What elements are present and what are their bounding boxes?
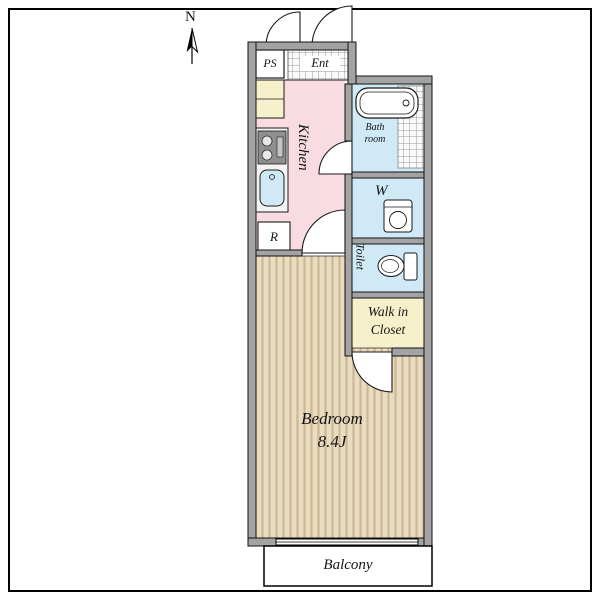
north-compass-icon (186, 27, 199, 64)
bedroom-label-name: Bedroom (301, 409, 363, 428)
wall-entrance-right (347, 41, 357, 85)
ps-door-arc (265, 11, 301, 47)
wall-closet-bedroom (391, 347, 425, 357)
wall-kitchen-bedroom (255, 249, 303, 257)
wall-right (423, 75, 433, 547)
wall-top-right (347, 75, 433, 85)
bathroom-label-line2: room (364, 134, 386, 145)
kitchen-door-arc (301, 209, 346, 254)
compass-label: N (185, 9, 196, 25)
bedroom-label: Bedroom 8.4J (262, 408, 402, 454)
bottom-window (275, 538, 419, 546)
ps-compartment (255, 49, 285, 79)
wall-left (247, 41, 257, 547)
bathroom-label-line1: Bath (365, 122, 385, 133)
wall-mid-vertical-lower (344, 173, 353, 357)
refrigerator-label: R (270, 229, 278, 244)
shoe-cabinet (255, 79, 285, 119)
wall-bath-washer (351, 171, 425, 179)
wall-toilet-closet (351, 291, 425, 299)
washing-machine-icon (383, 199, 413, 233)
kitchen-counter (255, 127, 289, 213)
bathtub-icon (355, 87, 419, 119)
wall-washer-toilet (351, 237, 425, 245)
walk-in-closet-floor (352, 298, 424, 348)
entrance-label: Ent (300, 56, 340, 71)
toilet-icon (377, 252, 418, 281)
balcony-label: Balcony (323, 557, 373, 573)
wall-mid-vertical-upper (344, 83, 353, 142)
wall-top-left (247, 41, 357, 51)
ps-label: PS (263, 56, 277, 70)
entrance-door-arc (311, 5, 353, 47)
sink-icon (259, 169, 285, 207)
balcony-outline (263, 545, 433, 587)
toilet-label: Toilet (353, 243, 368, 270)
washer-label: W (375, 183, 388, 199)
bathroom-label: Bath room (352, 122, 398, 146)
walk-in-closet-label: Walk in Closet (352, 303, 424, 338)
kitchen-label: Kitchen (295, 124, 311, 171)
outer-frame (8, 8, 592, 592)
walk-in-closet-label-line2: Closet (370, 321, 406, 337)
walk-in-closet-label-line1: Walk in (367, 304, 409, 319)
stove-icon (257, 130, 287, 165)
bedroom-label-size: 8.4J (317, 431, 347, 451)
